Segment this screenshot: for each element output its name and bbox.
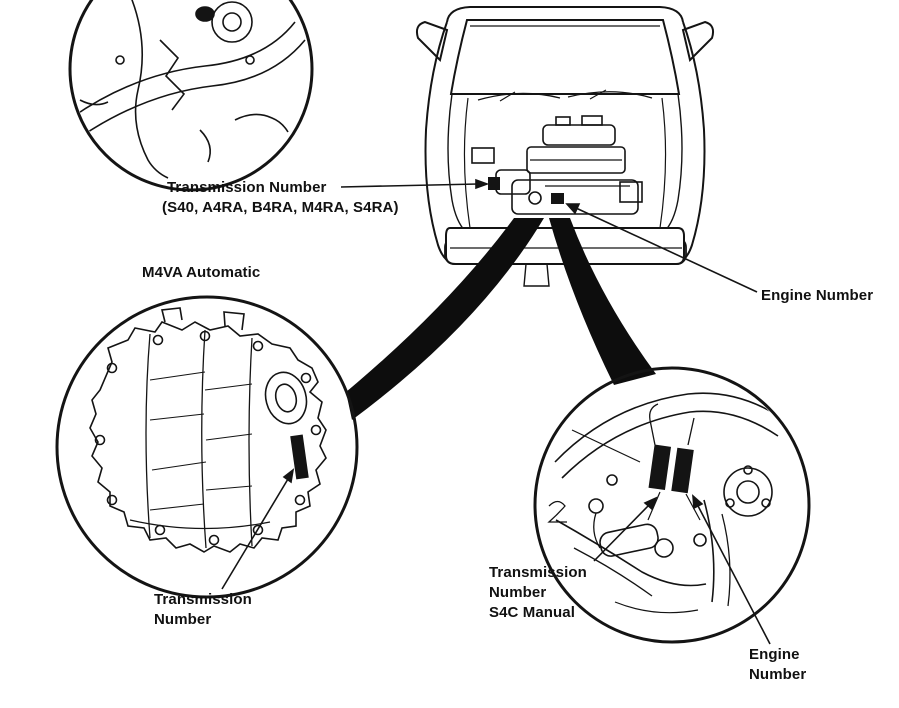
label-line: (S40, A4RA, B4RA, M4RA, S4RA) (162, 199, 399, 216)
label-line: Number (154, 611, 212, 628)
transmission-number-marker (488, 177, 500, 190)
label-line: Engine (749, 646, 800, 663)
transmission-number-tag-s4c (648, 444, 672, 491)
label-engine-number-right: Engine Number (761, 287, 874, 304)
engine-number-tag-s4c (671, 447, 694, 494)
engine-assembly (471, 115, 643, 215)
label-transmission-number-main: Transmission Number (S40, A4RA, B4RA, M4… (162, 178, 399, 218)
leader-engine-number-right (565, 203, 758, 293)
label-m4va-automatic: M4VA Automatic (142, 264, 261, 281)
label-transmission-number-left: Transmission Number (154, 590, 252, 630)
label-engine-number-bottom: Engine Number (749, 645, 806, 685)
transmission-drawing (89, 307, 327, 553)
label-line: Transmission (154, 591, 252, 608)
label-line: S4C Manual (489, 604, 576, 621)
inset-top-left-detail (72, 0, 306, 179)
label-line: Transmission (489, 564, 587, 581)
leader-transmission-number-s4c (593, 496, 658, 562)
leader-engine-number-bottom (692, 494, 771, 645)
engine-number-marker (551, 193, 564, 204)
transmission-number-tag-m4va (290, 434, 309, 480)
inset-transmission-circle (55, 295, 359, 599)
leader-transmission-number-main (340, 178, 490, 190)
label-transmission-number-s4c: Transmission Number S4C Manual (489, 563, 587, 623)
label-line: Number (749, 666, 807, 683)
label-line: Number (489, 584, 547, 601)
pointer-wedge-left (346, 218, 544, 420)
leader-transmission-number-left (221, 468, 295, 590)
inset-top-left-circle (68, 0, 314, 192)
inset-engine-bay-circle (533, 366, 811, 644)
pointer-wedge-right (549, 218, 656, 385)
label-line: Transmission Number (167, 179, 327, 196)
